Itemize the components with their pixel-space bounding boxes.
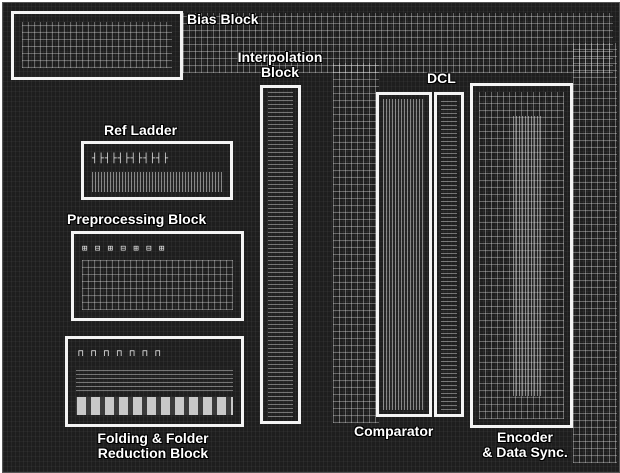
comparator-label: Comparator (354, 424, 433, 439)
encoder-block (470, 83, 573, 428)
folding-label-line2: Reduction Block (63, 446, 243, 461)
interpolation-block (260, 85, 301, 424)
preprocessing-block-fill (82, 260, 233, 310)
comparator-block (376, 92, 432, 417)
dcl-label: DCL (427, 71, 456, 86)
encoder-label-line1: Encoder (469, 430, 581, 445)
folding-block: ⊓ ⊓ ⊓ ⊓ ⊓ ⊓ ⊓ (65, 336, 244, 427)
encoder-label-line2: & Data Sync. (469, 445, 581, 460)
encoder-core (513, 116, 543, 396)
dcl-block-fill (441, 99, 457, 410)
bias-block-label: Bias Block (187, 12, 259, 27)
ref-ladder-label: Ref Ladder (104, 123, 177, 138)
folding-block-fill (76, 367, 233, 391)
ref-ladder-fill (92, 172, 222, 192)
bias-block (11, 11, 183, 80)
folder-row: ⊓ ⊓ ⊓ ⊓ ⊓ ⊓ ⊓ (78, 349, 161, 359)
encoder-label: Encoder & Data Sync. (469, 430, 581, 460)
preprocessing-block: ⊞ ⊟ ⊞ ⊟ ⊞ ⊟ ⊞ (71, 231, 244, 321)
interpolation-block-fill (268, 92, 293, 417)
comparator-block-fill (383, 99, 425, 410)
folding-cells (76, 397, 233, 415)
interpolation-label-line1: Interpolation (219, 50, 341, 65)
interpolation-block-label: Interpolation Block (219, 50, 341, 80)
folding-block-label: Folding & Folder Reduction Block (63, 431, 243, 461)
preamp-row: ⊞ ⊟ ⊞ ⊟ ⊞ ⊟ ⊞ (82, 244, 165, 254)
routing-texture (573, 43, 617, 463)
folding-label-line1: Folding & Folder (63, 431, 243, 446)
ref-ladder-block: ┤├┤├┤├┤├┤├┤├ (81, 141, 233, 200)
dcl-block (434, 92, 464, 417)
routing-texture (333, 63, 379, 423)
bias-block-fill (22, 22, 172, 68)
ref-ladder-resistors: ┤├┤├┤├┤├┤├┤├ (92, 154, 169, 164)
interpolation-label-line2: Block (219, 65, 341, 80)
preprocessing-block-label: Preprocessing Block (67, 212, 206, 227)
